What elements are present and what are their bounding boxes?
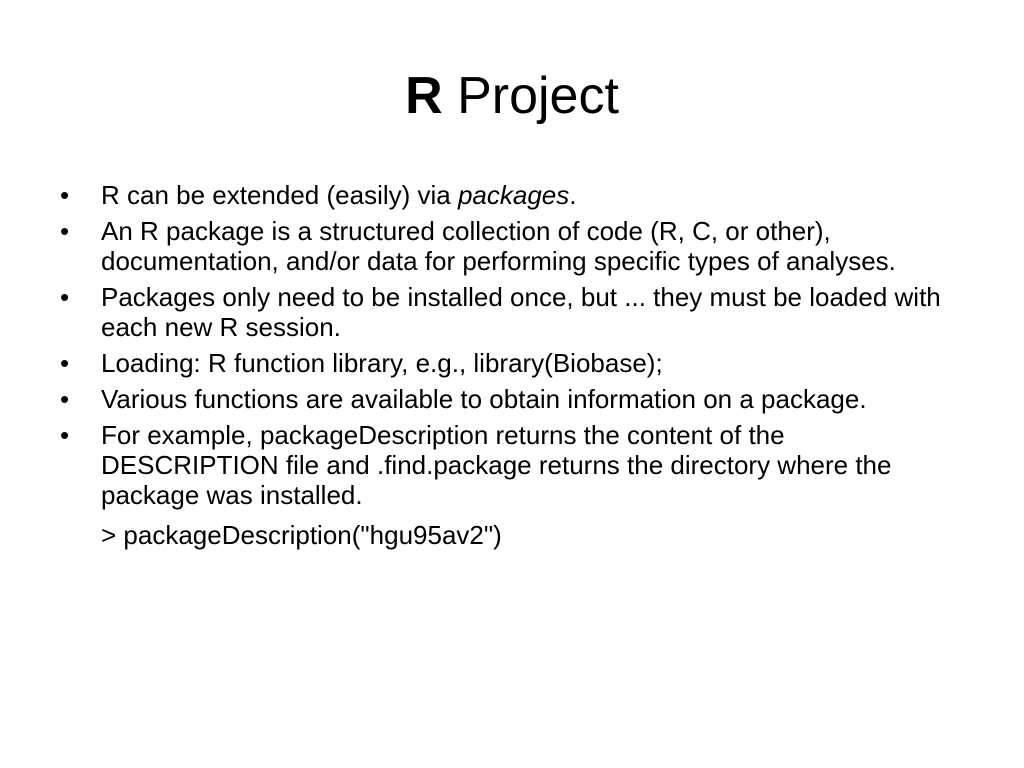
slide-title-rest: Project [442, 67, 619, 125]
bullet-text: Loading: R function library, e.g., libra… [101, 348, 663, 378]
bullet-text: Various functions are available to obtai… [101, 384, 867, 414]
bullet-item: • Loading: R function library, e.g., libr… [60, 348, 960, 378]
slide-title-bold: R [405, 67, 443, 125]
bullet-marker: • [60, 216, 70, 246]
bullet-item: • For example, packageDescription returns… [60, 420, 960, 510]
bullet-text: R can be extended (easily) via [101, 180, 458, 210]
code-example: > packageDescription("hgu95av2") [101, 520, 502, 550]
bullet-item: • R can be extended (easily) via packages… [60, 180, 960, 210]
bullet-text: For example, packageDescription returns … [101, 420, 892, 510]
bullet-item: • Packages only need to be installed once… [60, 282, 960, 342]
bullet-list: • R can be extended (easily) via packages… [60, 180, 960, 550]
slide-title: R Project [0, 62, 1024, 130]
bullet-marker: • [60, 384, 70, 414]
bullet-emphasis: packages [457, 180, 570, 210]
bullet-text: Packages only need to be installed once,… [101, 282, 941, 342]
bullet-marker: • [60, 420, 70, 450]
bullet-text: An R package is a structured collection … [101, 216, 896, 276]
bullet-marker: • [60, 348, 70, 378]
bullet-item: • An R package is a structured collection… [60, 216, 960, 276]
bullet-item: • Various functions are available to obta… [60, 384, 960, 414]
bullet-text-end: . [569, 180, 577, 210]
bullet-marker: • [60, 282, 70, 312]
bullet-marker: • [60, 180, 70, 210]
